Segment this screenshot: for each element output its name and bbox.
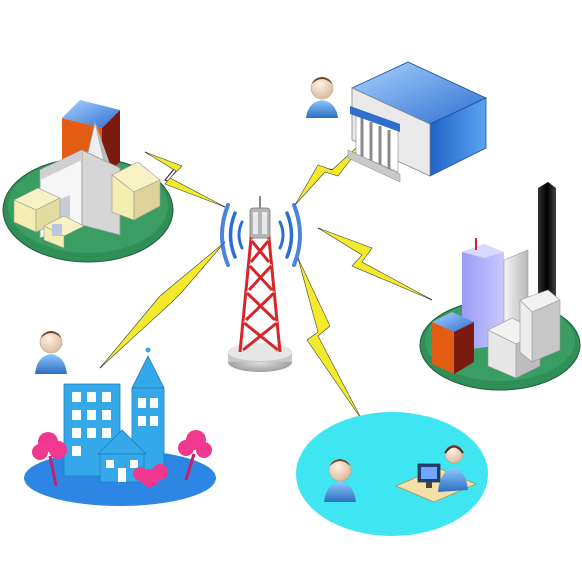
residential-user-icon <box>35 330 67 374</box>
call-center-user-icon <box>324 458 356 502</box>
church-town-icon <box>2 100 174 263</box>
call-center-icon <box>296 412 488 536</box>
link-town <box>144 151 226 208</box>
link-city <box>317 227 433 301</box>
government-user-icon <box>306 76 338 118</box>
government-building-icon <box>306 61 487 183</box>
link-call-center <box>297 257 363 421</box>
cell-tower-icon <box>220 196 302 372</box>
city-skyscrapers-icon <box>419 182 581 391</box>
link-residential <box>99 241 226 369</box>
residential-area-icon <box>24 330 216 506</box>
